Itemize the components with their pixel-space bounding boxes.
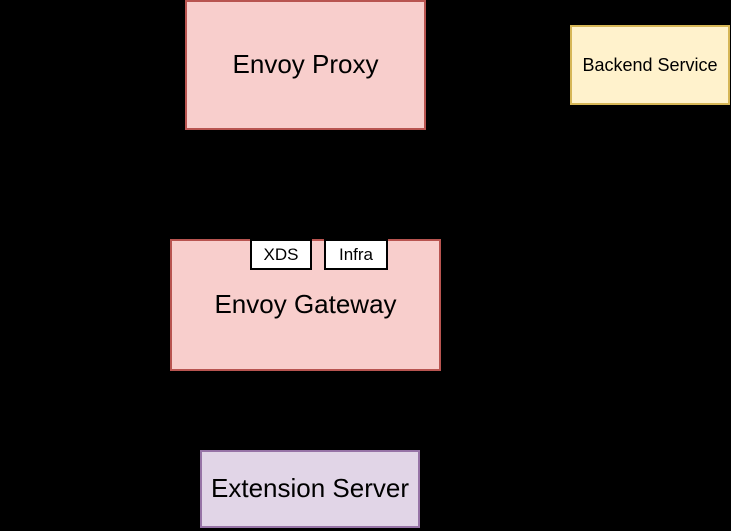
node-xds-label: XDS (263, 244, 299, 264)
node-infra-label: Infra (338, 244, 374, 264)
node-backend-service-label: Backend Service (582, 54, 718, 75)
node-extension-server: Extension Server (200, 450, 420, 528)
node-backend-service: Backend Service (570, 25, 730, 105)
node-infra: Infra (324, 239, 388, 270)
node-envoy-gateway-label: Envoy Gateway (214, 289, 397, 320)
node-xds: XDS (250, 239, 312, 270)
node-envoy-proxy-label: Envoy Proxy (232, 49, 379, 80)
node-extension-server-label: Extension Server (211, 473, 409, 504)
node-envoy-proxy: Envoy Proxy (185, 0, 426, 130)
